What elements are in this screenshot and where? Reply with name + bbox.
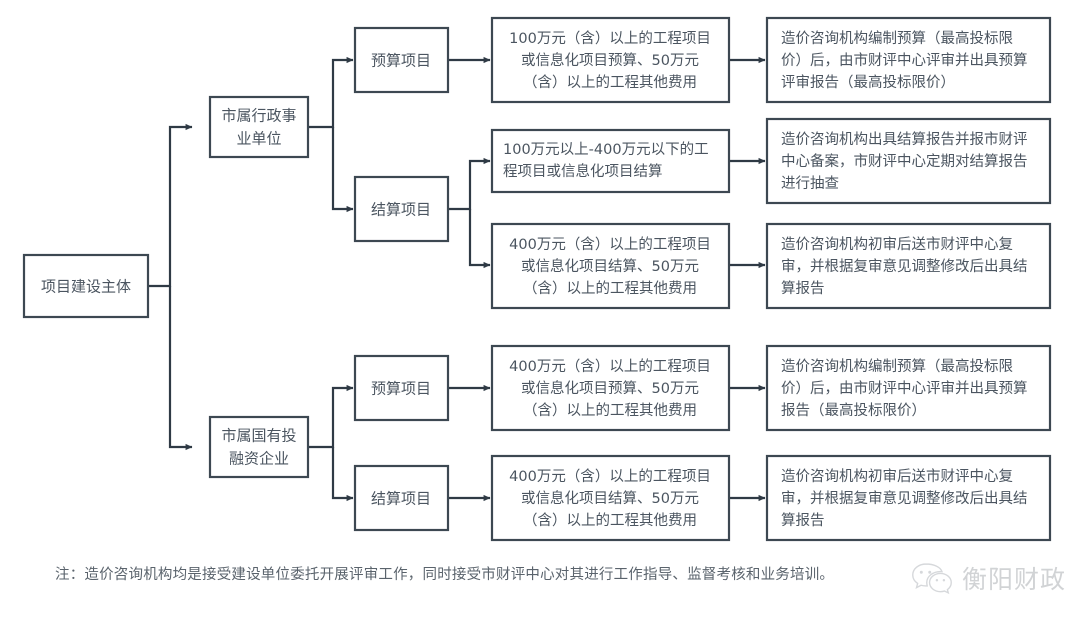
node-soe-settlement[interactable]: 结算项目 (353, 464, 450, 532)
watermark-text: 衡阳财政 (961, 565, 1066, 594)
node-branch-soe-label-line2: 融资企业 (229, 450, 289, 468)
node-branch-admin-label-line1: 市属行政事 (221, 107, 296, 125)
criteria2-line2: 程项目或信息化项目结算 (503, 163, 663, 180)
criteria1-line2: 或信息化项目预算、50万元 (521, 52, 699, 69)
node-criteria-soe-budget[interactable]: 400万元（含）以上的工程项目 或信息化项目预算、50万元 （含）以上的工程其他… (490, 344, 731, 432)
connector-soe-to-budget (308, 384, 354, 449)
criteria4-line3: （含）以上的工程其他费用 (523, 402, 697, 419)
node-admin-budget-label: 预算项目 (371, 52, 431, 70)
outcome3-line3: 算报告 (781, 280, 825, 297)
outcome1-line2: 价）后，由市财评中心评审并出具预算 (781, 52, 1028, 69)
node-criteria-soe-settlement[interactable]: 400万元（含）以上的工程项目 或信息化项目结算、50万元 （含）以上的工程其他… (490, 454, 731, 542)
criteria2-line1: 100万元以上-400万元以下的工 (503, 141, 709, 158)
node-soe-budget-label: 预算项目 (371, 380, 431, 398)
outcome2-line1: 造价咨询机构出具结算报告并报市财评 (781, 131, 1028, 148)
node-criteria-admin-settlement-1[interactable]: 100万元以上-400万元以下的工 程项目或信息化项目结算 (490, 128, 731, 194)
outcome5-line2: 审，并根据复审意见调整修改后出具结 (781, 489, 1028, 507)
footnote: 注：造价咨询机构均是接受建设单位委托开展评审工作，同时接受市财评中心对其进行工作… (55, 567, 835, 583)
outcome2-line2: 中心备案，市财评中心定期对结算报告 (781, 152, 1028, 170)
criteria3-line2: 或信息化项目结算、50万元 (521, 258, 699, 275)
outcome3-line1: 造价咨询机构初审后送市财评中心复 (781, 235, 1013, 253)
wechat-icon (912, 563, 952, 595)
connector-soe-to-settlement (331, 447, 354, 502)
node-outcome-admin-settlement-1[interactable]: 造价咨询机构出具结算报告并报市财评 中心备案，市财评中心定期对结算报告 进行抽查 (765, 117, 1052, 205)
node-admin-settlement-label: 结算项目 (371, 201, 431, 219)
node-admin-settlement[interactable]: 结算项目 (353, 175, 450, 243)
node-soe-settlement-label: 结算项目 (371, 490, 431, 508)
criteria3-line1: 400万元（含）以上的工程项目 (509, 236, 711, 253)
node-branch-soe-label-line1: 市属国有投 (221, 427, 296, 445)
connector-adminsettlement-to-criteria2 (468, 209, 491, 269)
node-criteria-admin-settlement-2[interactable]: 400万元（含）以上的工程项目 或信息化项目结算、50万元 （含）以上的工程其他… (490, 222, 731, 310)
criteria1-line3: （含）以上的工程其他费用 (523, 74, 697, 91)
criteria4-line2: 或信息化项目预算、50万元 (521, 380, 699, 397)
node-branch-admin-label-line2: 业单位 (236, 130, 281, 148)
node-outcome-soe-budget[interactable]: 造价咨询机构编制预算（最高投标限 价）后，由市财评中心评审并出具预算 报告（最高… (765, 344, 1052, 432)
node-root-label: 项目建设主体 (41, 278, 131, 296)
criteria4-line1: 400万元（含）以上的工程项目 (509, 358, 711, 375)
node-outcome-admin-settlement-2[interactable]: 造价咨询机构初审后送市财评中心复 审，并根据复审意见调整修改后出具结 算报告 (765, 222, 1052, 310)
criteria5-line1: 400万元（含）以上的工程项目 (509, 468, 711, 485)
connector-root-to-soe (168, 286, 193, 451)
criteria5-line3: （含）以上的工程其他费用 (523, 512, 697, 529)
connector-layer (148, 56, 766, 502)
outcome1-line3: 评审报告（最高投标限价） (781, 74, 955, 91)
node-branch-soe[interactable]: 市属国有投 融资企业 (208, 415, 310, 479)
outcome4-line2: 价）后，由市财评中心评审并出具预算 (781, 380, 1028, 397)
connector-admin-to-budget (308, 56, 354, 129)
node-soe-budget[interactable]: 预算项目 (353, 354, 450, 422)
outcome4-line3: 报告（最高投标限价） (781, 402, 926, 419)
connector-root-to-admin (148, 123, 193, 288)
outcome5-line1: 造价咨询机构初审后送市财评中心复 (781, 467, 1013, 485)
node-criteria-admin-budget[interactable]: 100万元（含）以上的工程项目 或信息化项目预算、50万元 （含）以上的工程其他… (490, 16, 731, 104)
criteria5-line2: 或信息化项目结算、50万元 (521, 490, 699, 507)
node-branch-admin[interactable]: 市属行政事 业单位 (208, 95, 310, 159)
outcome3-line2: 审，并根据复审意见调整修改后出具结 (781, 257, 1028, 275)
criteria1-line1: 100万元（含）以上的工程项目 (509, 30, 711, 47)
node-root[interactable]: 项目建设主体 (22, 253, 150, 319)
watermark: 衡阳财政 (911, 560, 1066, 596)
connector-admin-to-settlement (331, 127, 354, 213)
criteria3-line3: （含）以上的工程其他费用 (523, 280, 697, 297)
node-outcome-soe-settlement[interactable]: 造价咨询机构初审后送市财评中心复 审，并根据复审意见调整修改后出具结 算报告 (765, 454, 1052, 542)
outcome1-line1: 造价咨询机构编制预算（最高投标限 (781, 30, 1013, 47)
node-admin-budget[interactable]: 预算项目 (353, 26, 450, 94)
outcome5-line3: 算报告 (781, 512, 825, 529)
node-outcome-admin-budget[interactable]: 造价咨询机构编制预算（最高投标限 价）后，由市财评中心评审并出具预算 评审报告（… (765, 16, 1052, 104)
connector-adminsettlement-to-criteria1 (448, 157, 491, 211)
outcome2-line3: 进行抽查 (781, 175, 839, 192)
outcome4-line1: 造价咨询机构编制预算（最高投标限 (781, 358, 1013, 375)
